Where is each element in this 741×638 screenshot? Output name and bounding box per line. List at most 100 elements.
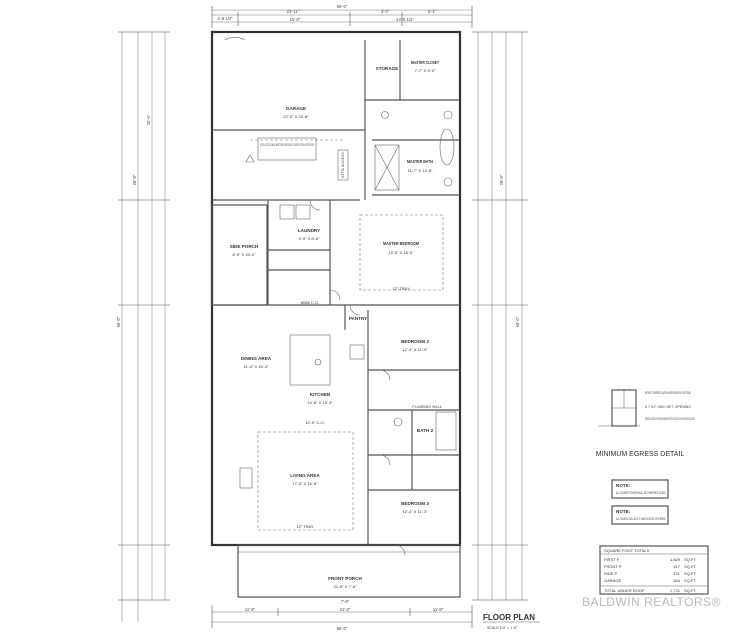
- kitchen-ceiling-label: 12'-0" C.O.: [305, 420, 325, 425]
- master-tray-label: 12" TRAY: [392, 286, 410, 291]
- fixtures: [239, 110, 457, 489]
- top-total-dimension: 55'-0": [337, 4, 348, 9]
- sqft-row-4-label: GARAGE: [604, 578, 621, 583]
- left-inner-dimension: 20'-6": [146, 114, 151, 125]
- attic-access-note: ATTIC ACCESS SHALL MEET FIRE-RESISTANT C…: [260, 143, 314, 147]
- left-mid-dimension: 28'-8": [132, 174, 137, 185]
- front-porch-size: 31'-8" X 7'-6": [333, 584, 357, 589]
- living-tray-label: 12" TRAY: [296, 524, 314, 529]
- bottom-dimensions: 11'-8" 31'-0" 11'-8" 7'-8" 55'-0": [211, 599, 473, 631]
- plan-scale: SCALE 1/4" = 1'-0": [487, 626, 518, 630]
- egress-title: MINIMUM EGRESS DETAIL: [596, 451, 685, 458]
- egress-note-1: PROVIDE TEMPERED GLASS WHERE REQUIRED BY…: [645, 391, 691, 395]
- dryer-icon: [295, 204, 311, 220]
- bedroom3-label: BEDROOM 3: [401, 501, 429, 506]
- top-dimension-6: 14'-5 1/2": [396, 17, 414, 22]
- top-dimension-2: 22'-11": [287, 9, 300, 14]
- pantry-label: PANTRY: [349, 316, 367, 321]
- bedroom2-size: 12'-4" X 11'-3": [403, 347, 429, 352]
- sqft-row-3-label: SIDE P: [604, 571, 617, 576]
- notes: NOTE: ALL SHOWER DOORS SHALL BE TEMPERED…: [611, 479, 669, 525]
- master-bath-size: 11'-7" X 13'-8": [408, 168, 434, 173]
- master-closet-size: 7'-7" X 9'-0": [415, 68, 436, 73]
- living-label: LIVING AREA: [290, 473, 320, 478]
- washer-icon: [279, 204, 295, 220]
- kitchen-label: KITCHEN: [310, 392, 331, 397]
- plumbing-wall-label: PLUMBING WALL: [412, 405, 441, 409]
- attic-note: ATTIC ACCESS SHALL MEET FIRE-RESISTANT C…: [245, 137, 349, 181]
- interior-walls: [212, 40, 460, 545]
- master-closet-label: MASTER CLOSET: [411, 60, 439, 65]
- living-size: 17'-5" X 16'-6": [292, 481, 318, 486]
- doors: [224, 37, 406, 556]
- bath2-label: BATH 2: [417, 428, 434, 433]
- square-footage-table: SQUARE FOOT TOTALS FIRST F 1,829 SQ.FT. …: [599, 545, 709, 595]
- top-dimension-5: 15'-0": [290, 17, 301, 22]
- note-1-title: NOTE:: [616, 483, 631, 488]
- exterior-walls: [210, 30, 462, 598]
- garage-label: GARAGE: [286, 106, 306, 111]
- sqft-total-value: 2,711: [670, 588, 680, 593]
- bath2-tub-icon: [435, 411, 457, 451]
- master-bedroom-size: 15'-8" X 18'-0": [388, 250, 414, 255]
- master-sink-icon: [443, 110, 453, 120]
- sqft-row-4-unit: SQ.FT.: [684, 578, 696, 583]
- front-porch-label: FRONT PORCH: [328, 576, 362, 581]
- bedroom3-size: 12'-4" X 11'-3": [403, 509, 429, 514]
- sqft-row-4-value: 534: [673, 578, 680, 583]
- ceiling-outlines: [250, 139, 444, 531]
- plan-title: FLOOR PLAN: [483, 613, 535, 622]
- storage-label: STORAGE: [376, 66, 399, 71]
- kitchen-island: [289, 334, 331, 386]
- title-block: FLOOR PLAN SCALE 1/4" = 1'-0": [483, 613, 540, 630]
- sqft-row-2-unit: SQ.FT.: [684, 564, 696, 569]
- master-sink-2-icon: [443, 177, 453, 187]
- master-tub-icon: [439, 128, 455, 166]
- garage-size: 22'-5" X 23'-8": [283, 114, 309, 119]
- shower-icon: [374, 144, 400, 191]
- right-mid-dimension: 28'-8": [499, 174, 504, 185]
- warning-icon: [245, 154, 255, 163]
- master-bath-label: MASTER BATH: [407, 159, 434, 164]
- note-2-text: ALL CEILINGS SHALL BE 9'-0" UNLESS NOTED…: [616, 517, 666, 521]
- attic-access-label: ATTIC ACCESS: [341, 152, 345, 178]
- room-labels: STORAGE MASTER CLOSET 7'-7" X 9'-0" GARA…: [230, 60, 442, 589]
- dining-size: 11'-0" X 15'-3": [244, 364, 270, 369]
- bottom-dimension-1: 11'-8": [245, 607, 256, 612]
- laundry-label: LAUNDRY: [298, 228, 320, 233]
- left-total-dimension: 65'-0": [116, 316, 121, 327]
- bedroom2-label: BEDROOM 2: [401, 339, 429, 344]
- sqft-row-2-label: FRONT P: [604, 564, 622, 569]
- side-porch-label: SIDE PORCH: [230, 244, 259, 249]
- sqft-row-1-unit: SQ.FT.: [684, 557, 696, 562]
- bottom-dimension-2: 31'-0": [340, 607, 351, 612]
- sqft-row-2-value: 217: [673, 564, 680, 569]
- sqft-row-1-value: 1,829: [670, 557, 681, 562]
- co-label: 8068 C.O.: [301, 300, 319, 305]
- egress-note-2: 5.7 S.F. MIN. NET OPENING: [645, 405, 691, 409]
- kitchen-sink-icon: [314, 358, 322, 366]
- master-bedroom-label: MASTER BEDROOM: [383, 241, 419, 246]
- top-dimension-4: 5'-1": [428, 9, 437, 14]
- right-total-dimension: 65'-0": [515, 316, 520, 327]
- note-1-text: ALL SHOWER DOORS SHALL BE TEMPERED GLASS…: [616, 491, 666, 495]
- sqft-row-1-label: FIRST F: [604, 557, 620, 562]
- range-icon: [349, 344, 365, 360]
- right-dimensions: 65'-0" 28'-8": [472, 31, 528, 601]
- bottom-mid-dimension: 7'-8": [341, 599, 350, 604]
- sqft-row-3-value: 131: [673, 571, 680, 576]
- egress-detail: PROVIDE TEMPERED GLASS WHERE REQUIRED BY…: [596, 389, 695, 458]
- top-dimension-3: 4'-0": [381, 9, 390, 14]
- note-2-title: NOTE:: [616, 509, 631, 514]
- fireplace-icon: [239, 467, 253, 489]
- bottom-dimension-3: 11'-8": [433, 607, 444, 612]
- side-porch-size: 8'-9" X 15'-0": [232, 252, 256, 257]
- sqft-title: SQUARE FOOT TOTALS: [604, 548, 650, 553]
- kitchen-size: 10'-6" X 15'-3": [307, 400, 333, 405]
- sqft-row-3-unit: SQ.FT.: [684, 571, 696, 576]
- sqft-total-label: TOTAL UNDER ROOF: [604, 588, 645, 593]
- egress-note-3: EMERGENCY AND RESCUE OPENING REQUIREMENT…: [645, 417, 695, 421]
- bottom-total-dimension: 55'-0": [337, 626, 348, 631]
- left-dimensions: 65'-0" 20'-6" 28'-8": [116, 31, 170, 622]
